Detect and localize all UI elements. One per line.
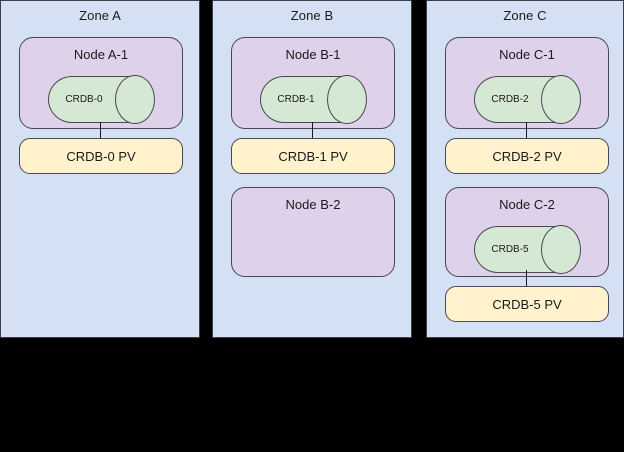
zone-c: Zone C Node C-1 CRDB-2 CRDB-2 PV Node C-… — [426, 0, 624, 338]
node-c-2-title: Node C-2 — [499, 197, 555, 212]
zone-c-title: Zone C — [503, 8, 547, 23]
pv-crdb-0-label: CRDB-0 PV — [66, 148, 136, 164]
pv-crdb-5: CRDB-5 PV — [445, 286, 609, 322]
cylinder-cap-icon — [327, 75, 367, 124]
node-b-1-title: Node B-1 — [285, 47, 341, 62]
pv-crdb-1: CRDB-1 PV — [231, 138, 395, 174]
zone-b-title: Zone B — [290, 8, 334, 23]
database-crdb-1: CRDB-1 — [260, 75, 367, 124]
cylinder-cap-icon — [541, 75, 581, 124]
database-crdb-2-label: CRDB-2 — [491, 94, 529, 105]
node-c-1: Node C-1 CRDB-2 — [445, 37, 609, 129]
database-crdb-0: CRDB-0 — [48, 75, 155, 124]
connector-crdb-0-to-pv — [100, 122, 101, 139]
zone-a-title: Zone A — [79, 8, 121, 23]
node-b-2-title: Node B-2 — [285, 197, 341, 212]
pv-crdb-2: CRDB-2 PV — [445, 138, 609, 174]
pv-crdb-2-label: CRDB-2 PV — [492, 148, 562, 164]
zone-a: Zone A Node A-1 CRDB-0 CRDB-0 PV — [0, 0, 200, 338]
node-b-2: Node B-2 — [231, 187, 395, 277]
connector-crdb-5-to-pv — [526, 270, 527, 287]
database-crdb-5: CRDB-5 — [474, 225, 581, 274]
node-b-1: Node B-1 CRDB-1 — [231, 37, 395, 129]
pv-crdb-5-label: CRDB-5 PV — [492, 296, 562, 312]
database-crdb-2: CRDB-2 — [474, 75, 581, 124]
zone-b: Zone B Node B-1 CRDB-1 CRDB-1 PV Node B-… — [212, 0, 412, 338]
database-crdb-1-label: CRDB-1 — [277, 94, 315, 105]
cylinder-cap-icon — [541, 225, 581, 274]
cylinder-cap-icon — [115, 75, 155, 124]
node-c-1-title: Node C-1 — [499, 47, 555, 62]
connector-crdb-1-to-pv — [312, 122, 313, 139]
connector-crdb-2-to-pv — [526, 122, 527, 139]
node-a-1-title: Node A-1 — [73, 47, 129, 62]
node-a-1: Node A-1 CRDB-0 — [19, 37, 183, 129]
database-crdb-0-label: CRDB-0 — [65, 94, 103, 105]
node-c-2: Node C-2 CRDB-5 — [445, 187, 609, 277]
database-crdb-5-label: CRDB-5 — [491, 244, 529, 255]
pv-crdb-1-label: CRDB-1 PV — [278, 148, 348, 164]
pv-crdb-0: CRDB-0 PV — [19, 138, 183, 174]
